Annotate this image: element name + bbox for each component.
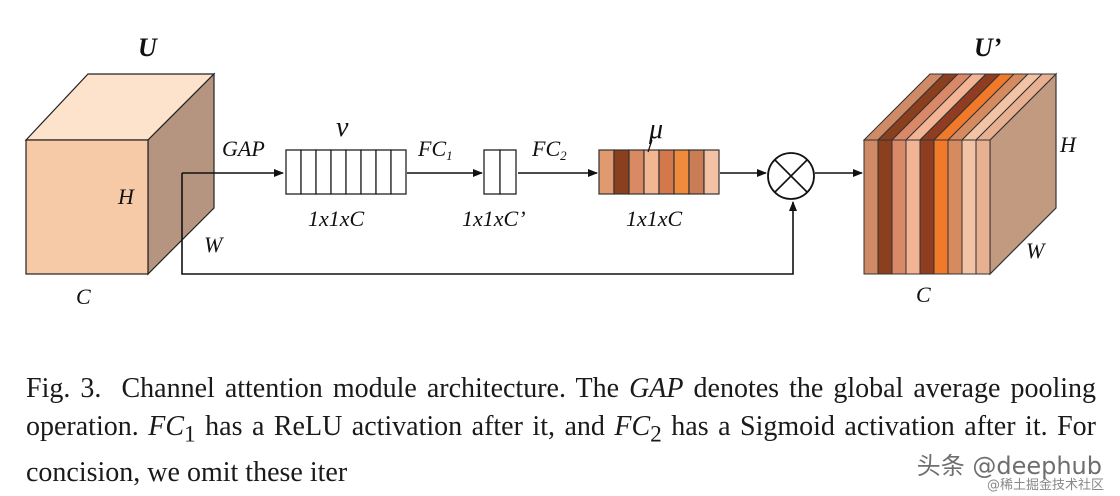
vector-mu-cell bbox=[673, 149, 690, 195]
watermark: 头条 @deephub bbox=[916, 446, 1102, 481]
vector-v bbox=[285, 149, 407, 195]
figure-caption: Fig. 3. Channel attention module archite… bbox=[26, 370, 1096, 492]
caption-fc1-sub: 1 bbox=[184, 421, 196, 448]
label-H-right: H bbox=[1059, 132, 1077, 157]
label-W-left: W bbox=[204, 232, 224, 257]
caption-fc2-sub: 2 bbox=[650, 421, 662, 448]
vector-v-cell bbox=[390, 149, 407, 195]
output-cube-slab bbox=[961, 139, 977, 275]
vector-mu-cell bbox=[688, 149, 705, 195]
vector-reduced-cell bbox=[499, 149, 517, 195]
caption-fig: Fig. 3. bbox=[26, 373, 102, 404]
vector-v-cell bbox=[285, 149, 302, 195]
output-cube-slab bbox=[919, 139, 935, 275]
watermark-sub: @稀土掘金技术社区 bbox=[986, 478, 1104, 493]
label-fc2: FC2 bbox=[531, 136, 567, 163]
output-cube-slab bbox=[975, 139, 991, 275]
output-cube-slab bbox=[891, 139, 907, 275]
vector-mu-cell bbox=[703, 149, 720, 195]
vector-v-cell bbox=[300, 149, 317, 195]
vector-mu-cell bbox=[598, 149, 615, 195]
vector-v-cell bbox=[315, 149, 332, 195]
label-C-left: C bbox=[76, 284, 91, 309]
caption-fc2: FC bbox=[614, 411, 651, 442]
output-cube-slab bbox=[933, 139, 949, 275]
vector-reduced-cell bbox=[483, 149, 501, 195]
caption-text-4: has a Sigmoid activation after it. For c… bbox=[26, 411, 1096, 488]
label-H-left: H bbox=[117, 184, 135, 209]
label-C-right: C bbox=[916, 282, 931, 307]
caption-text-1: Channel attention module architecture. T… bbox=[121, 373, 630, 404]
caption-gap: GAP bbox=[629, 373, 684, 404]
label-v: v bbox=[336, 112, 349, 143]
output-cube-slab bbox=[863, 139, 879, 275]
caption-text-2: denotes the global average pooling opera… bbox=[26, 373, 1097, 442]
vector-reduced bbox=[483, 149, 517, 195]
caption-fc1: FC bbox=[148, 411, 184, 442]
skip-connection bbox=[181, 173, 797, 275]
label-dim-v: 1x1xC bbox=[308, 206, 365, 231]
mu-pointer bbox=[647, 139, 653, 153]
vector-v-cell bbox=[345, 149, 362, 195]
input-cube-front bbox=[25, 139, 149, 275]
input-cube bbox=[24, 72, 216, 276]
channel-attention-diagram: U H W C GAP v 1x1xC FC1 1x1xC’ FC2 μ 1x1… bbox=[24, 33, 1077, 309]
vector-mu-cell bbox=[643, 149, 660, 195]
vector-v-cell bbox=[360, 149, 377, 195]
output-cube-slab bbox=[947, 139, 963, 275]
label-dim-fc1: 1x1xC’ bbox=[462, 206, 526, 231]
vector-mu-cell bbox=[658, 149, 675, 195]
vector-v-cell bbox=[375, 149, 392, 195]
output-cube-slab bbox=[877, 139, 893, 275]
label-U: U bbox=[138, 33, 158, 62]
label-dim-mu: 1x1xC bbox=[626, 206, 683, 231]
vector-v-cell bbox=[330, 149, 347, 195]
label-W-right: W bbox=[1026, 238, 1046, 263]
vector-mu-cell bbox=[628, 149, 645, 195]
label-U-out: U’ bbox=[974, 33, 1001, 62]
caption-text-3: has a ReLU activation after it, and bbox=[195, 411, 615, 442]
label-fc1: FC1 bbox=[417, 136, 453, 163]
multiply-icon bbox=[767, 152, 815, 200]
vector-mu-cell bbox=[613, 149, 630, 195]
output-cube-slab bbox=[905, 139, 921, 275]
output-cube bbox=[862, 72, 1058, 276]
label-mu: μ bbox=[648, 114, 663, 145]
label-gap: GAP bbox=[222, 136, 265, 161]
vector-mu bbox=[598, 149, 720, 195]
